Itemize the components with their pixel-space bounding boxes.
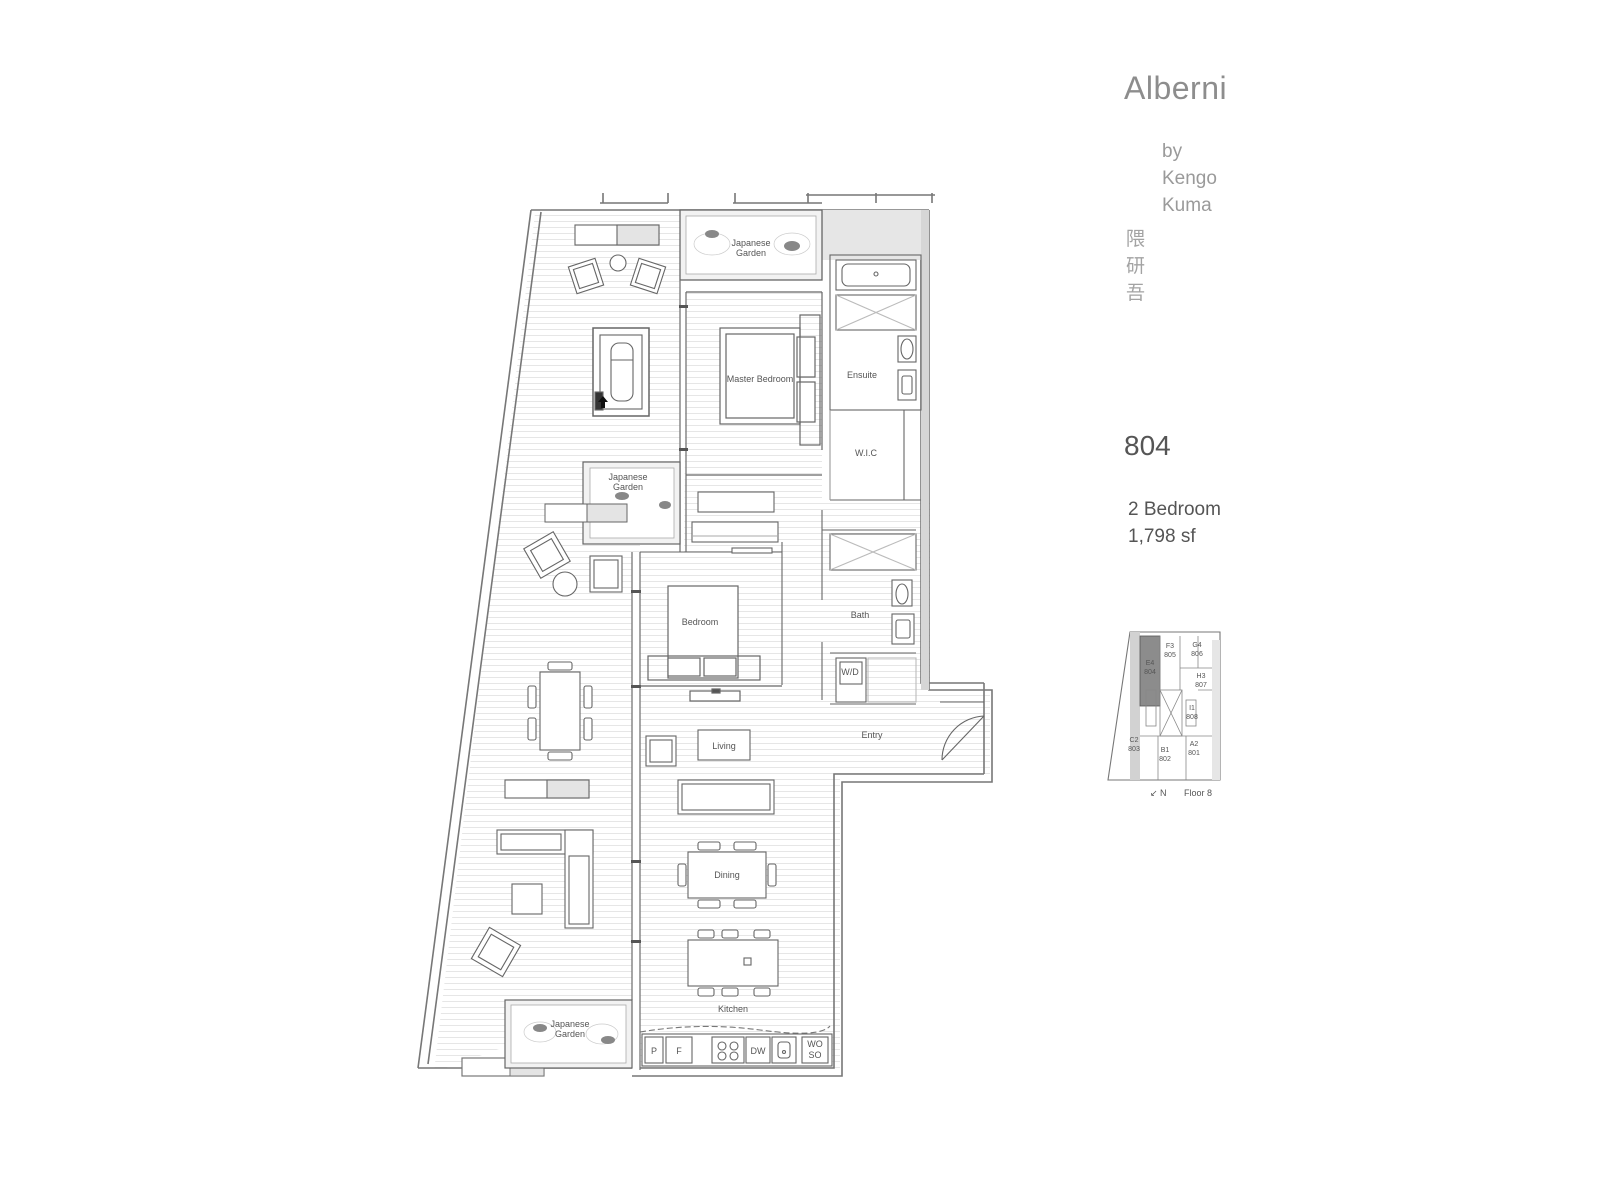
garden-top-label-2: Garden [736, 248, 766, 258]
key-unit-a2-code: A2 [1190, 741, 1199, 748]
garden-mid-label-2: Garden [613, 482, 643, 492]
bedroom-label: Bedroom [682, 617, 719, 627]
garden-mid-label-1: Japanese [608, 472, 647, 482]
fridge-label: F [676, 1046, 682, 1056]
project-title: Alberni [1124, 70, 1228, 106]
key-unit-h3-num: 807 [1195, 682, 1207, 689]
plant-icon [598, 396, 608, 408]
key-unit-i1-code: I1 [1189, 705, 1195, 712]
terrace-dining [504, 661, 593, 799]
kanji-1: 隈 [1126, 228, 1146, 250]
kitchen-label: Kitchen [718, 1004, 748, 1014]
wall-oven-label: WO [807, 1039, 823, 1049]
outer-walls [417, 193, 993, 1077]
key-unit-a2-num: 801 [1188, 750, 1200, 757]
steam-oven-label: SO [808, 1050, 821, 1060]
key-unit-b1-code: B1 [1161, 747, 1170, 754]
kanji-3: 吾 [1126, 282, 1146, 304]
terrace-sectional [470, 829, 594, 978]
key-plan [1107, 631, 1221, 781]
key-unit-i1-num: 808 [1186, 714, 1198, 721]
bedroom [640, 585, 782, 702]
kanji-2: 研 [1126, 255, 1146, 277]
ensuite [829, 254, 922, 501]
key-unit-f3-code: F3 [1166, 643, 1174, 650]
terrace-floor [434, 213, 680, 1072]
key-unit-e4-num: 804 [1144, 669, 1156, 676]
kitchen-island [687, 929, 779, 997]
key-unit-b1-num: 802 [1159, 756, 1171, 763]
japanese-garden-top: Japanese Garden [679, 209, 823, 281]
unit-bedrooms: 2 Bedroom [1128, 499, 1221, 520]
unit-area: 1,798 sf [1128, 526, 1196, 547]
living-furniture [645, 729, 775, 815]
key-unit-g4-code: G4 [1192, 642, 1201, 649]
key-unit-f3-num: 805 [1164, 652, 1176, 659]
japanese-garden-bottom: Japanese Garden [504, 999, 633, 1069]
dining-label: Dining [714, 870, 740, 880]
architect-credit: by Kengo Kuma [1162, 138, 1217, 219]
wic-label: W.I.C [855, 448, 877, 458]
glazing [631, 280, 687, 1070]
key-unit-g4-num: 806 [1191, 651, 1203, 658]
terrace-top-furniture [567, 224, 667, 417]
north-arrow-label: ↙ N [1150, 788, 1167, 798]
closets [640, 491, 783, 685]
entry-label: Entry [861, 730, 883, 740]
master-bedroom [686, 291, 823, 476]
kitchen-counter [639, 1025, 833, 1067]
architect-kanji: 隈 研 吾 [1126, 226, 1145, 307]
key-unit-e4-code: E4 [1146, 660, 1155, 667]
floor-label: Floor 8 [1184, 788, 1212, 798]
credit-line-by: by [1162, 141, 1183, 162]
dining-furniture [677, 841, 777, 909]
unit-description: 2 Bedroom 1,798 sf [1128, 496, 1221, 550]
bath [821, 510, 917, 705]
unit-number: 804 [1124, 430, 1171, 461]
entry-door [940, 701, 985, 761]
lounge-furniture [523, 531, 623, 597]
master-bedroom-label: Master Bedroom [727, 374, 794, 384]
garden-top-label-1: Japanese [731, 238, 770, 248]
key-unit-c2-num: 803 [1128, 746, 1140, 753]
ensuite-label: Ensuite [847, 370, 877, 380]
pantry-label: P [651, 1046, 657, 1056]
key-unit-h3-code: H3 [1197, 673, 1206, 680]
credit-line-last: Kuma [1162, 195, 1212, 216]
garden-bottom-label-2: Garden [555, 1029, 585, 1039]
garden-bottom-label-1: Japanese [550, 1019, 589, 1029]
living-label: Living [712, 741, 736, 751]
credit-line-first: Kengo [1162, 168, 1217, 189]
dishwasher-label: DW [751, 1046, 766, 1056]
wd-label: W/D [841, 667, 859, 677]
key-unit-c2-code: C2 [1130, 737, 1139, 744]
bath-label: Bath [851, 610, 870, 620]
japanese-garden-mid: Japanese Garden [544, 461, 681, 545]
